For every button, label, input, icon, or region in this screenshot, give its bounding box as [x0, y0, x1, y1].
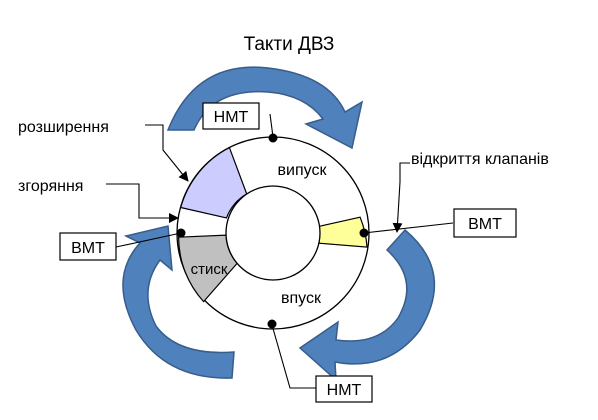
leader-bdc-top — [269, 113, 274, 138]
marker-tdc-right: ВМТ — [453, 208, 517, 238]
leader-bdc-bottom — [271, 324, 316, 389]
marker-tdc-left: ВМТ — [59, 232, 117, 261]
point-tdc-left — [176, 228, 186, 238]
point-tdc-right — [359, 228, 369, 238]
callout-valve-opening: відкриття клапанів — [411, 151, 549, 168]
label-exhaust: випуск — [278, 162, 328, 179]
marker-bdc-top: НМТ — [202, 102, 260, 130]
svg-text:НМТ: НМТ — [327, 382, 362, 399]
label-intake: впуск — [281, 290, 322, 307]
rotation-arrow-top — [166, 66, 364, 150]
leader-combustion — [106, 183, 179, 223]
rotation-arrow-left — [122, 225, 235, 379]
label-compression: стиск — [191, 261, 228, 278]
svg-text:ВМТ: ВМТ — [468, 216, 502, 233]
diagram-title: Такти ДВЗ — [244, 34, 335, 55]
point-bdc-bottom — [267, 319, 277, 329]
callout-combustion: згоряння — [18, 178, 83, 195]
leader-tdc-left — [115, 232, 182, 248]
leader-expansion — [145, 124, 189, 182]
svg-text:ВМТ: ВМТ — [71, 240, 105, 257]
marker-bdc-bottom: НМТ — [315, 375, 373, 403]
rotation-arrow-right — [298, 228, 436, 382]
leader-valve-opening — [392, 162, 410, 233]
cycle-ring-inner — [225, 185, 321, 281]
svg-text:НМТ: НМТ — [214, 109, 249, 126]
point-bdc-top — [268, 133, 278, 143]
leader-tdc-right — [363, 222, 454, 234]
callout-expansion: розширення — [18, 119, 109, 136]
